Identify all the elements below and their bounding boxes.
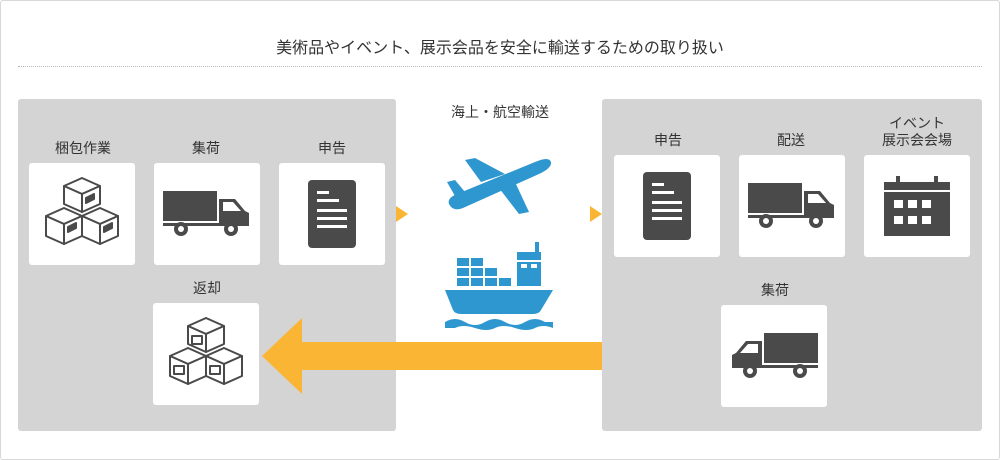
transport-label: 海上・航空輸送 <box>451 105 549 121</box>
step-label-pickup: 集荷 <box>192 141 220 157</box>
card-packing <box>29 163 135 265</box>
airplane-icon <box>447 158 552 214</box>
diagram-title: 美術品やイベント、展示会品を安全に輸送するための取り扱い <box>276 38 724 57</box>
truck-left-icon <box>732 333 818 378</box>
title-divider <box>18 66 982 67</box>
return-flow-arrow <box>262 318 724 394</box>
card-delivery <box>739 155 845 257</box>
boxes-outline-icon <box>169 317 243 385</box>
calendar-icon <box>884 176 950 236</box>
step-label-packing: 梱包作業 <box>55 141 111 157</box>
step-label-venue: イベント 展示会会場 <box>882 116 952 149</box>
card-venue <box>864 155 970 257</box>
boxes-icon <box>45 177 119 245</box>
card-declaration <box>279 163 385 265</box>
truck-icon <box>163 191 249 236</box>
step-label-pickup-dest: 集荷 <box>761 283 789 299</box>
step-label-declaration-dest: 申告 <box>654 133 682 149</box>
cargo-ship-icon <box>445 242 553 330</box>
card-return <box>153 303 259 405</box>
document-icon <box>308 180 356 248</box>
step-label-return: 返却 <box>193 281 221 297</box>
step-label-declaration: 申告 <box>318 141 346 157</box>
flow-chevron-right <box>590 206 602 222</box>
flow-chevron-left <box>396 206 408 222</box>
step-label-delivery: 配送 <box>777 133 805 149</box>
card-pickup-dest <box>721 305 827 407</box>
document-icon <box>643 172 691 240</box>
card-pickup <box>154 163 260 265</box>
card-declaration-dest <box>614 155 720 257</box>
truck-icon <box>748 183 834 228</box>
